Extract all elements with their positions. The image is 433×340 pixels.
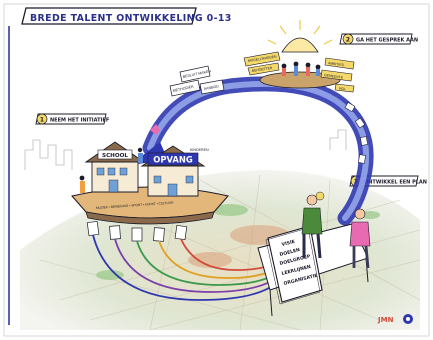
step-2-number: 2: [346, 37, 350, 44]
people-near-buildings: [79, 124, 160, 193]
banner-3: AMBITIES: [328, 61, 345, 67]
conversation-cards: BESLUIT MAKEN METHODIEK AANBOD: [169, 65, 225, 97]
dialogue-platform: [259, 20, 341, 89]
plan-line-1: VISIE: [281, 239, 295, 248]
step-2: 2 GA HET GESPREK AAN: [339, 33, 418, 45]
school-label: SCHOOL: [102, 153, 128, 159]
right-flow-arrows: [344, 101, 368, 164]
school-building: SCHOOL: [84, 141, 146, 193]
top-banners: MOGELIJKHEDEN BEHOEFTEN AMBITIES GEMEENT…: [243, 51, 355, 93]
kinderen-label: KINDEREN: [190, 148, 209, 152]
title-banner: BREDE TALENT ONTWIKKELING 0-13: [21, 7, 232, 25]
step-3-label: ONTWIKKEL EEN PLAN: [364, 180, 427, 186]
step-1-number: 1: [40, 117, 44, 124]
card-3: AANBOD: [203, 84, 219, 91]
plan-line-2: DOELEN: [279, 247, 301, 258]
step-1: 1 NEEM HET INITIATIEF: [35, 113, 109, 125]
card-2: METHODIEK: [172, 84, 194, 92]
step-2-label: GA HET GESPREK AAN: [356, 38, 418, 44]
card-1: BESLUIT MAKEN: [182, 69, 211, 79]
outer-frame: [3, 3, 430, 337]
city-skyline: [24, 129, 347, 170]
title-text: BREDE TALENT ONTWIKKELING 0-13: [30, 13, 232, 24]
power-plugs: [86, 220, 188, 242]
logo-text: JMN: [377, 316, 394, 324]
planning-people: [301, 191, 371, 269]
opvang-building: OPVANG KINDEREN: [140, 145, 209, 197]
step-1-label: NEEM HET INITIATIEF: [50, 118, 109, 124]
opvang-label: OPVANG: [153, 155, 193, 165]
banner-4: GEMEENTE: [324, 73, 344, 80]
plan-table: [257, 223, 369, 317]
banner-5: ROL: [339, 87, 346, 92]
platform-text: MUZIEK • BEWEGING • SPORT • KUNST • CULT…: [96, 201, 175, 210]
logo: JMN: [377, 314, 413, 324]
banner-1: MOGELIJKHEDEN: [248, 54, 278, 63]
banner-2: BEHOEFTEN: [252, 66, 274, 73]
